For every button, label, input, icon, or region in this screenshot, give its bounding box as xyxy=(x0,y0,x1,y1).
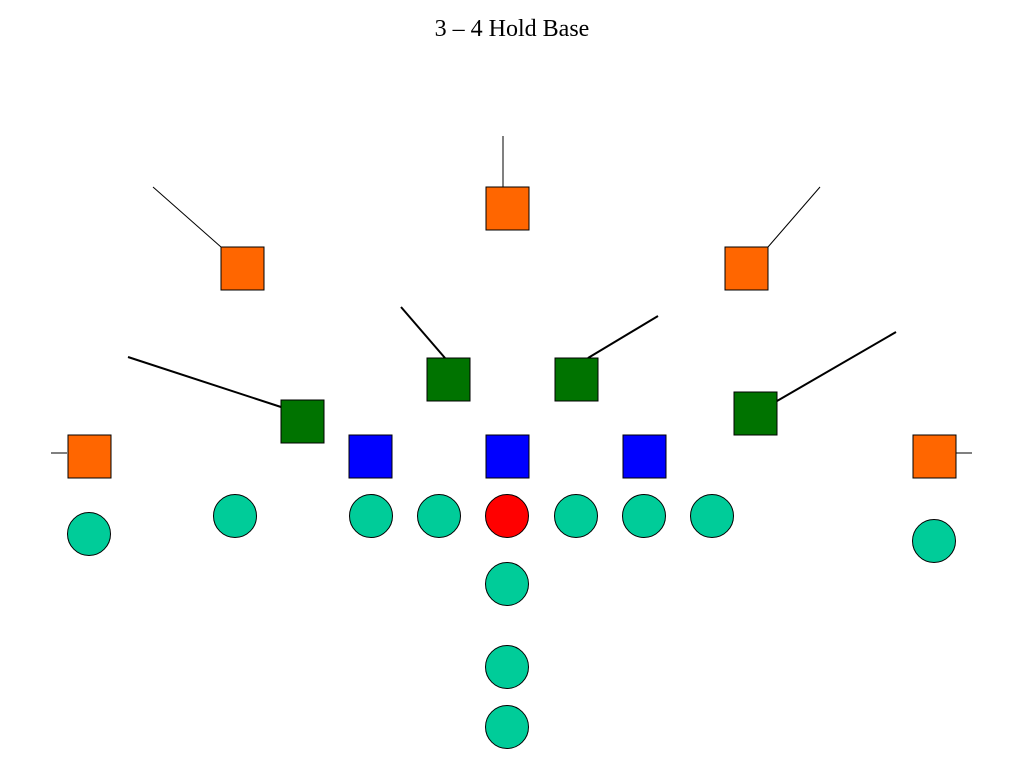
defensive-line xyxy=(348,434,667,479)
fullback xyxy=(485,645,529,689)
assignment-line-outside-linebacker-right xyxy=(776,331,897,402)
nose-tackle xyxy=(485,434,530,479)
free-safety xyxy=(485,186,530,231)
assignment-line-inside-linebacker-left xyxy=(400,306,446,359)
right-tackle xyxy=(690,494,734,538)
cornerback-right xyxy=(912,434,957,479)
wide-receiver-right xyxy=(912,519,956,563)
slot-receiver-left xyxy=(213,494,257,538)
safety-right xyxy=(724,246,769,291)
left-guard xyxy=(554,494,598,538)
assignment-line-safety-left xyxy=(152,186,222,248)
left-tackle xyxy=(417,494,461,538)
running-back xyxy=(485,705,529,749)
assignment-line-inside-linebacker-right xyxy=(587,315,659,359)
diagram-title: 3 – 4 Hold Base xyxy=(434,16,590,42)
cornerback-left xyxy=(67,434,112,479)
defensive-backs xyxy=(67,186,957,479)
assignment-line-safety-right xyxy=(767,186,821,248)
right-guard xyxy=(622,494,666,538)
outside-linebacker-right xyxy=(733,391,778,436)
defensive-end-right xyxy=(622,434,667,479)
offense xyxy=(67,494,956,749)
safety-left xyxy=(220,246,265,291)
linebackers xyxy=(280,357,778,444)
outside-linebacker-left xyxy=(280,399,325,444)
inside-linebacker-right xyxy=(554,357,599,402)
quarterback xyxy=(485,562,529,606)
center xyxy=(485,494,529,538)
assignment-line-outside-linebacker-left xyxy=(127,356,282,408)
assignment-lines xyxy=(51,136,972,454)
tight-end-left xyxy=(349,494,393,538)
wide-receiver-left xyxy=(67,512,111,556)
defensive-end-left xyxy=(348,434,393,479)
inside-linebacker-left xyxy=(426,357,471,402)
